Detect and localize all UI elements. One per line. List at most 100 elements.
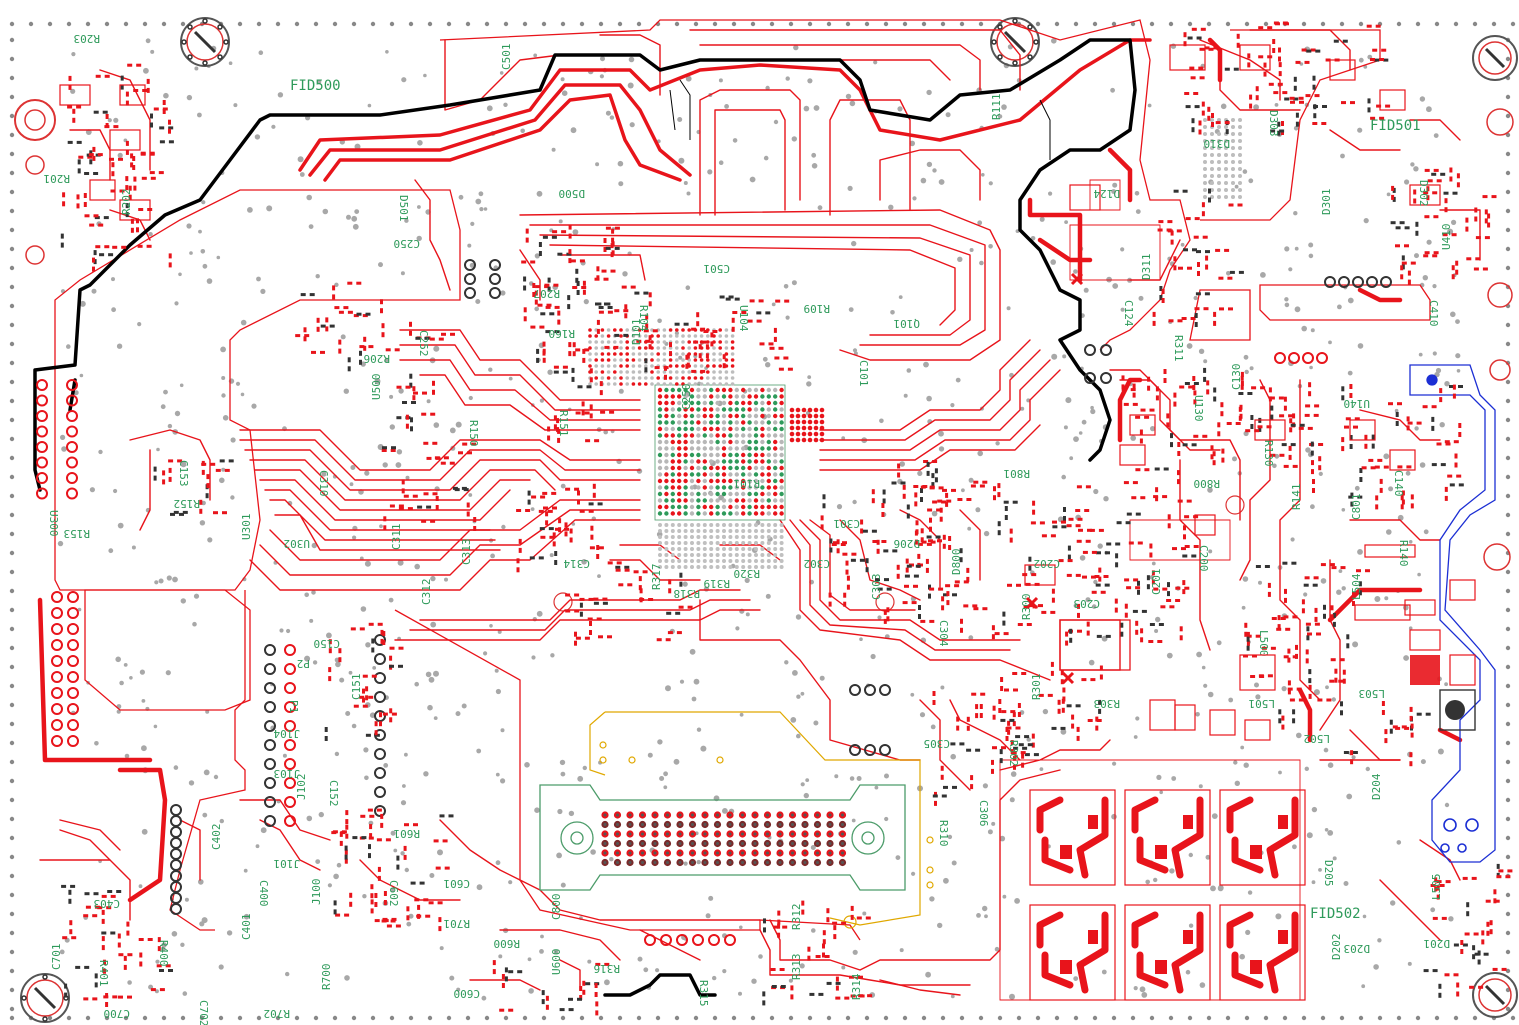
designator-label: C313 — [460, 539, 473, 566]
hole-right-3 — [1489, 359, 1511, 381]
inner-layer-thin — [669, 79, 1051, 160]
designator-label: D303 — [1267, 110, 1280, 137]
designator-label: R153 — [64, 527, 91, 540]
designator-label: D501 — [397, 195, 410, 222]
designator-label: R302 — [1007, 740, 1020, 767]
designator-label: D203 — [1344, 942, 1371, 955]
designator-label: C203 — [1074, 597, 1101, 610]
hole-center-1 — [553, 592, 573, 612]
top-copper-traces — [37, 29, 1481, 996]
designator-label: C124 — [1122, 300, 1135, 327]
designator-label: L502 — [1304, 732, 1331, 745]
designator-label: C302 — [804, 557, 831, 570]
designator-label: D800 — [950, 549, 963, 576]
designator-label: L503 — [1359, 687, 1386, 700]
designator-label: C402 — [210, 824, 223, 851]
hole-center-3 — [1225, 495, 1245, 515]
mounting-hole-top-center — [990, 17, 1040, 67]
designator-label: R702 — [264, 1007, 291, 1020]
designator-label: C150 — [314, 637, 341, 650]
designator-label: D101 — [630, 319, 643, 346]
designator-label: U500 — [370, 374, 383, 401]
designator-label: J102 — [295, 774, 308, 801]
designator-label: R104 — [637, 305, 650, 332]
designator-label: R600 — [494, 937, 521, 950]
designator-label: R303 — [1094, 697, 1121, 710]
designator-label: C305 — [924, 737, 951, 750]
designator-label: C153 — [177, 460, 190, 487]
designator-label: R150 — [467, 420, 480, 447]
designator-label: R314 — [850, 973, 863, 1000]
hole-right-2 — [1487, 282, 1513, 308]
bga-package — [654, 384, 786, 521]
designator-label: C312 — [420, 579, 433, 606]
designator-label: R207 — [534, 287, 561, 300]
designator-label: C101 — [857, 360, 870, 387]
designator-label: R316 — [594, 962, 621, 975]
designator-label: C801 — [1350, 494, 1363, 521]
designator-label: C252 — [417, 330, 430, 357]
designator-label: J100 — [310, 879, 323, 906]
designator-label: D311 — [1140, 254, 1153, 281]
mounting-hole-top-left — [180, 17, 230, 67]
designator-label: R141 — [1290, 484, 1303, 511]
fiducial-label: FID500 — [290, 78, 341, 94]
designator-label: C304 — [937, 620, 950, 647]
designator-label: C601 — [444, 877, 471, 890]
designator-label: C600 — [454, 987, 481, 1000]
designator-label: C140 — [1392, 470, 1405, 497]
hole-right-1 — [1486, 108, 1514, 136]
designator-label: R317 — [650, 564, 663, 591]
designator-label: R109 — [804, 302, 831, 315]
designator-label: R700 — [320, 964, 333, 991]
fiducial-labels: FID500 FID501 FID502 — [290, 78, 1421, 922]
mounting-hole-top-right — [1472, 35, 1518, 81]
designator-label: C410 — [1427, 300, 1440, 327]
designator-label: R318 — [674, 587, 701, 600]
designator-label: R315 — [697, 980, 710, 1007]
designator-label: R201 — [44, 172, 71, 185]
designator-label: R202 — [120, 189, 133, 216]
power-section — [1059, 619, 1476, 731]
designator-label: C501 — [500, 44, 513, 71]
mounting-holes — [14, 17, 1518, 1023]
designator-label: R206 — [364, 352, 391, 365]
designator-label: C130 — [1230, 364, 1243, 391]
designator-label: P2 — [297, 657, 310, 670]
designator-label: L501 — [1249, 697, 1276, 710]
designator-label: C250 — [680, 384, 693, 411]
designator-label: C501 — [704, 262, 731, 275]
designator-label: U130 — [1192, 395, 1205, 422]
designator-label: C800 — [550, 894, 563, 921]
designator-label: L500 — [1257, 630, 1270, 657]
designator-label: R320 — [734, 567, 761, 580]
fiducial-label: FID502 — [1310, 906, 1361, 922]
designator-label: U140 — [1344, 397, 1371, 410]
designator-label: C200 — [1197, 545, 1210, 572]
designator-label: D500 — [559, 187, 586, 200]
designator-label: D124 — [1093, 187, 1120, 200]
power-stage-left — [1029, 789, 1306, 1001]
hole-right-4 — [1483, 543, 1511, 571]
designator-label: C152 — [327, 780, 340, 807]
designator-label: R111 — [990, 94, 1003, 121]
designator-label: C301 — [834, 517, 861, 530]
keepout-outline — [589, 711, 934, 929]
designator-label: R319 — [704, 577, 731, 590]
silkscreen-labels: R203R201R202C501D500D501C250R207R206U500… — [44, 32, 1454, 1025]
designator-label: U410 — [1440, 224, 1453, 251]
designator-label: D205 — [1322, 860, 1335, 887]
hole-left-1 — [25, 155, 45, 175]
designator-label: U302 — [284, 537, 311, 550]
designator-label: C151 — [350, 674, 363, 701]
designator-label: C306 — [977, 800, 990, 827]
designator-label: D206 — [894, 537, 921, 550]
designator-label: R701 — [444, 917, 471, 930]
designator-label: Q101 — [894, 317, 921, 330]
designator-label: C602 — [387, 880, 400, 907]
designator-label: R203 — [74, 32, 101, 45]
designator-label: C401 — [240, 914, 253, 941]
designator-label: R800 — [1194, 477, 1221, 490]
board-connector-footprint — [539, 784, 906, 891]
